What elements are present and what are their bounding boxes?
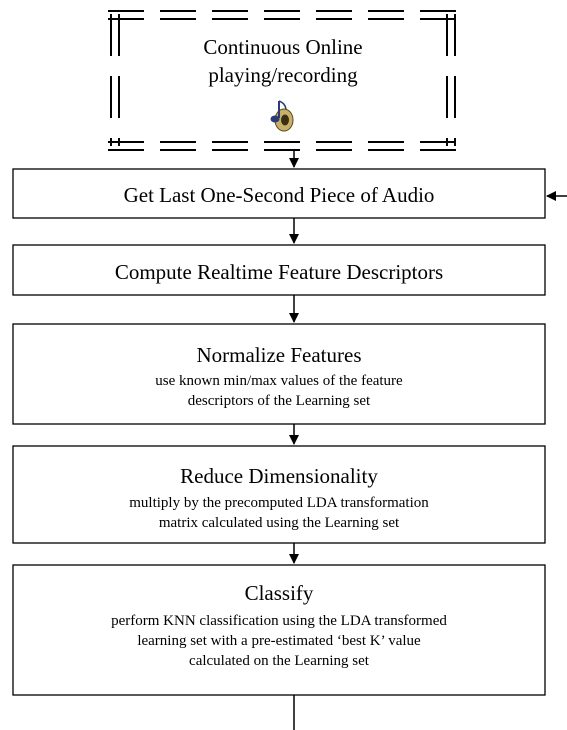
step-normalize-title: Normalize Features	[196, 343, 361, 367]
step-classify-title: Classify	[245, 581, 314, 605]
music-speaker-icon	[270, 100, 294, 132]
step-compute-features-title: Compute Realtime Feature Descriptors	[115, 260, 443, 284]
step-normalize: Normalize Features use known min/max val…	[12, 323, 546, 425]
step-reduce-dimensionality: Reduce Dimensionality multiply by the pr…	[12, 445, 546, 544]
step-normalize-desc1: use known min/max values of the feature	[155, 373, 403, 389]
step-classify-desc1: perform KNN classification using the LDA…	[111, 613, 447, 629]
step-compute-features: Compute Realtime Feature Descriptors	[12, 244, 546, 296]
step-classify: Classify perform KNN classification usin…	[12, 564, 546, 696]
start-node: Continuous Online playing/recording	[108, 10, 458, 151]
step-reduce-desc2: matrix calculated using the Learning set	[159, 515, 400, 531]
start-label-line2: playing/recording	[208, 63, 358, 87]
step-classify-desc2: learning set with a pre-estimated ‘best …	[137, 633, 421, 649]
step-get-audio-title: Get Last One-Second Piece of Audio	[124, 183, 435, 207]
step-get-audio: Get Last One-Second Piece of Audio	[12, 168, 546, 219]
step-normalize-desc2: descriptors of the Learning set	[188, 393, 371, 409]
step-reduce-title: Reduce Dimensionality	[180, 464, 378, 488]
step-reduce-desc1: multiply by the precomputed LDA transfor…	[129, 495, 429, 511]
step-classify-desc3: calculated on the Learning set	[189, 653, 370, 669]
start-label-line1: Continuous Online	[203, 35, 362, 59]
